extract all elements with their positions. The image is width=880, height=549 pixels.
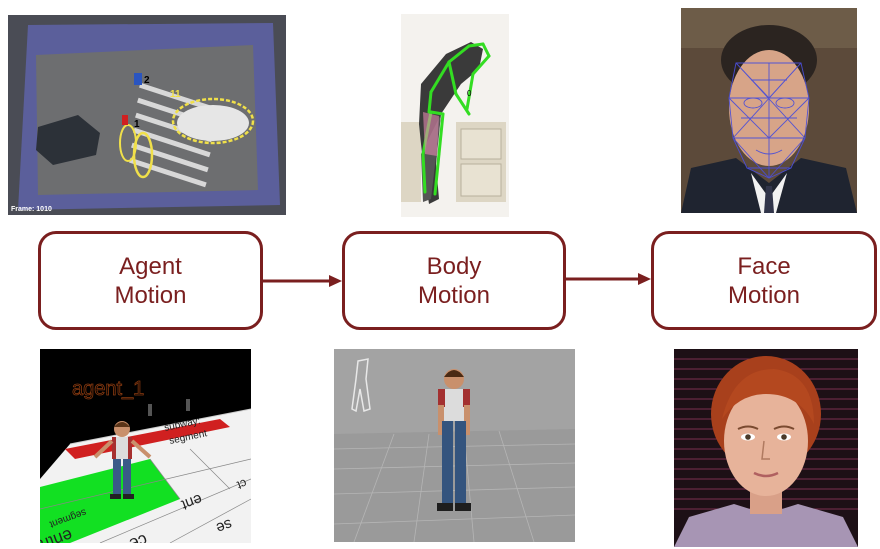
- stage-label-line1: Face: [737, 252, 791, 280]
- track-id-label: 11: [170, 89, 181, 100]
- ground-label: ent: [178, 490, 204, 513]
- body-joint-label: 0: [467, 89, 472, 98]
- stage-agent-motion: Agent Motion: [38, 231, 263, 330]
- face-animation-image: [674, 349, 858, 547]
- body-tracking-image: 0: [401, 14, 509, 217]
- stage-label-line1: Body: [426, 252, 482, 280]
- frame-label: Frame: 1010: [11, 206, 52, 213]
- stage-face-motion: Face Motion: [651, 231, 877, 330]
- stage-label-line2: Motion: [114, 281, 187, 309]
- tracker-ellipse: [171, 97, 255, 145]
- arrow-body-to-face: [566, 273, 651, 285]
- ground-label: se: [214, 515, 235, 536]
- stage-label-line1: Agent: [119, 252, 182, 280]
- track-id-label: 1: [134, 119, 140, 130]
- stage-label-line2: Motion: [417, 281, 491, 309]
- body-animation-image: [334, 349, 575, 542]
- face-mesh-image: [681, 8, 857, 213]
- agent-simulation-image: subway: segment segment entrance ent ce …: [40, 349, 251, 543]
- arrow-agent-to-body: [263, 275, 342, 287]
- track-id-label: 2: [144, 75, 150, 86]
- agent-label: agent_1: [72, 378, 144, 400]
- agent-tracking-image: 2 11 1 Frame: 1010: [8, 15, 286, 215]
- stage-label-line2: Motion: [727, 281, 801, 309]
- stage-body-motion: Body Motion: [342, 231, 566, 330]
